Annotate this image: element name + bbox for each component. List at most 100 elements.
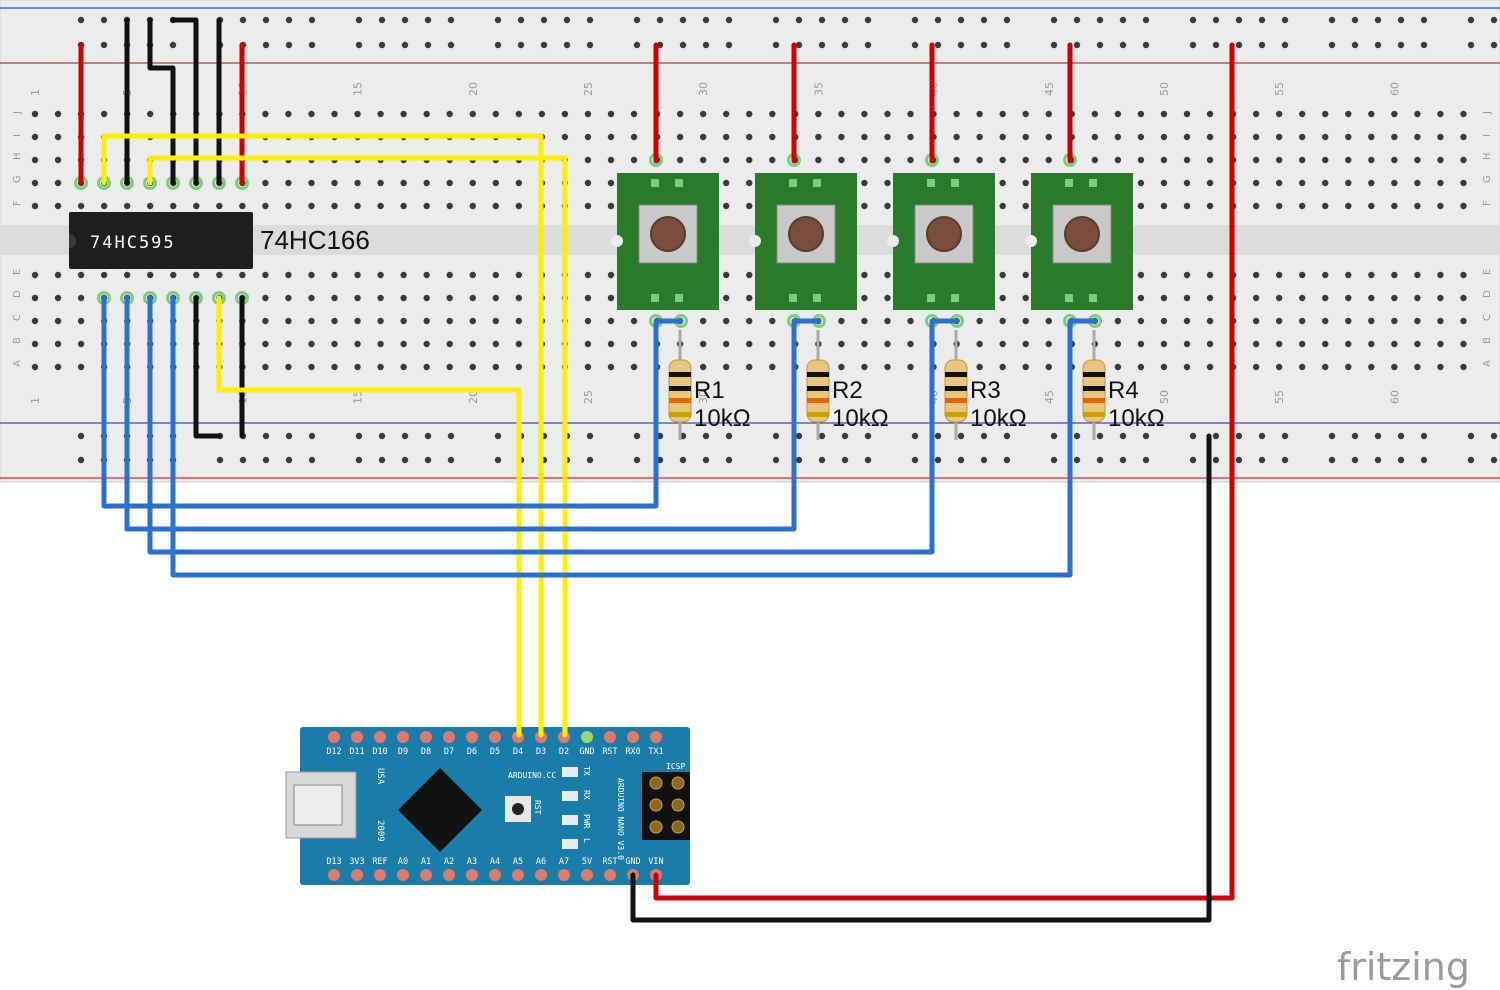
row-letter: D	[1482, 290, 1493, 298]
button-2[interactable]	[749, 173, 857, 310]
led-label: TX	[582, 766, 591, 776]
column-number-bottom: 1	[29, 397, 42, 404]
led-label: PWR	[582, 814, 591, 829]
arduino-pin-top	[443, 731, 455, 743]
arduino-pin-label-bottom: A2	[444, 857, 454, 867]
arduino-pin-bottom	[397, 869, 409, 881]
arduino-pin-top	[397, 731, 409, 743]
resistor-name: R4	[1108, 377, 1139, 404]
arduino-pin-bottom	[351, 869, 363, 881]
arduino-pin-label-top: D4	[513, 747, 523, 757]
wires	[78, 17, 1235, 923]
arduino-usa-text: USA	[375, 768, 385, 785]
column-number-top: 25	[582, 82, 595, 96]
ic-label: 74HC166	[260, 225, 370, 255]
arduino-pin-label-bottom: A4	[490, 857, 500, 867]
led-label: RX	[582, 790, 591, 800]
column-number-bottom: 45	[1043, 390, 1056, 404]
icsp-label: ICSP	[666, 762, 685, 771]
arduino-pin-label-top: RST	[602, 747, 617, 757]
row-letter: A	[12, 360, 23, 367]
arduino-brand-text: ARDUINO.CC	[508, 771, 556, 780]
row-letter: J	[1482, 111, 1493, 115]
column-number-top: 45	[1043, 82, 1056, 96]
led-rx	[562, 791, 578, 801]
button-4[interactable]	[1025, 173, 1133, 310]
arduino-pin-label-bottom: A0	[398, 857, 408, 867]
arduino-pin-label-bottom: GND	[625, 857, 640, 867]
arduino-pin-bottom	[328, 869, 340, 881]
column-number-bottom: 55	[1273, 390, 1286, 404]
arduino-pin-label-top: D2	[559, 747, 569, 757]
row-letter: A	[1482, 360, 1493, 367]
row-letter: E	[1482, 269, 1493, 275]
arduino-pin-bottom	[535, 869, 547, 881]
arduino-pin-label-bottom: D13	[326, 857, 341, 867]
arduino-pin-label-top: D5	[490, 747, 500, 757]
arduino-pin-label-top: D10	[372, 747, 387, 757]
row-letter: C	[1482, 314, 1493, 321]
arduino-pin-bottom	[581, 869, 593, 881]
column-number-bottom: 50	[1158, 390, 1171, 404]
resistor-name: R1	[694, 377, 725, 404]
column-number-bottom: 60	[1388, 390, 1401, 404]
resistor-value: 10kΩ	[970, 405, 1027, 432]
arduino-pin-label-bottom: 3V3	[349, 857, 364, 867]
arduino-pin-label-top: GND	[579, 747, 594, 757]
column-number-top: 30	[697, 82, 710, 96]
button-1[interactable]	[611, 173, 719, 310]
arduino-pin-top	[650, 731, 662, 743]
arduino-pin-label-top: D12	[326, 747, 341, 757]
arduino-pin-top	[489, 731, 501, 743]
led-tx	[562, 767, 578, 777]
arduino-pin-bottom	[558, 869, 570, 881]
arduino-pin-label-top: D11	[349, 747, 364, 757]
arduino-pin-bottom	[489, 869, 501, 881]
column-number-top: 20	[467, 82, 480, 96]
column-number-bottom: 20	[467, 390, 480, 404]
arduino-pin-bottom	[420, 869, 432, 881]
row-letter: D	[12, 290, 23, 298]
column-number-bottom: 15	[352, 390, 365, 404]
arduino-pin-top	[374, 731, 386, 743]
arduino-board-name: ARDUINO NANO V3.0	[616, 778, 625, 860]
arduino-pin-top	[466, 731, 478, 743]
arduino-pin-label-bottom: A5	[513, 857, 523, 867]
row-letter: H	[12, 152, 23, 160]
column-number-top: 60	[1388, 82, 1401, 96]
row-letter: J	[12, 111, 23, 115]
arduino-pin-label-bottom: 5V	[582, 857, 592, 867]
resistor-value: 10kΩ	[1108, 405, 1165, 432]
arduino-rst-label: RST	[533, 800, 542, 815]
arduino-pin-label-bottom: A6	[536, 857, 546, 867]
row-letter: F	[1482, 200, 1493, 206]
row-letter: G	[12, 175, 23, 183]
led-label: L	[582, 838, 591, 843]
arduino-pin-label-bottom: A1	[421, 857, 431, 867]
row-letter: C	[12, 314, 23, 321]
arduino-pin-label-top: D3	[536, 747, 546, 757]
arduino-pin-bottom	[374, 869, 386, 881]
arduino-pin-label-top: RX0	[625, 747, 640, 757]
fritzing-watermark: fritzing	[1337, 945, 1470, 989]
row-letter: F	[12, 200, 23, 206]
button-3[interactable]	[887, 173, 995, 310]
row-letter: E	[12, 269, 23, 275]
arduino-pin-label-bottom: REF	[372, 857, 387, 867]
arduino-pin-label-top: D9	[398, 747, 408, 757]
row-letter: I	[12, 134, 23, 137]
arduino-pin-label-top: D7	[444, 747, 454, 757]
resistor-value: 10kΩ	[694, 405, 751, 432]
column-number-bottom: 30	[697, 390, 710, 404]
arduino-pin-top	[581, 731, 593, 743]
arduino-pin-top	[351, 731, 363, 743]
arduino-pin-label-top: D8	[421, 747, 431, 757]
arduino-pin-top	[328, 731, 340, 743]
column-number-top: 50	[1158, 82, 1171, 96]
arduino-year-text: 2009	[375, 820, 385, 842]
